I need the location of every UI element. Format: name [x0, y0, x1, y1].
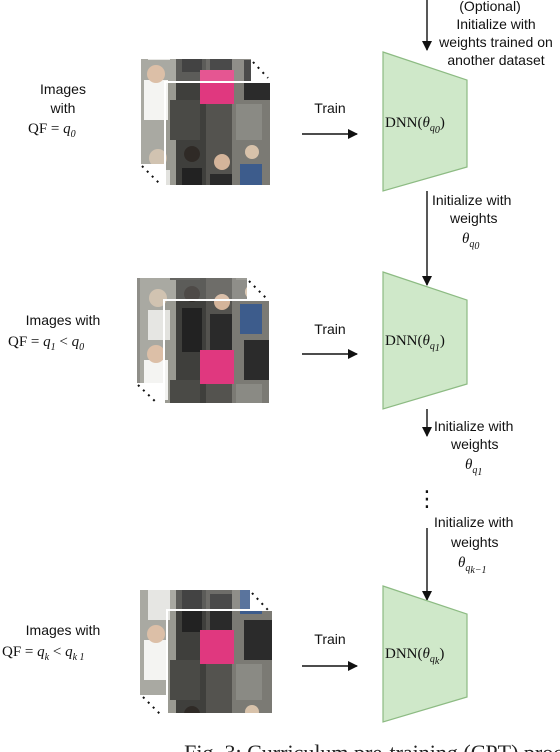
stage-2-stack-dots-top	[248, 280, 267, 299]
stage-3-stack-dots-top	[251, 592, 269, 611]
stage-1-dnn-label: DNN(θq0)	[385, 115, 445, 136]
stage-1-stack-dots-top	[252, 61, 269, 79]
top-note-line-2: Initialize with	[456, 16, 535, 32]
stage-1-qf-formula: QF = q0	[28, 121, 76, 140]
stage-2-stack-dots-bottom	[137, 384, 159, 405]
init-3-theta: θqk−1	[458, 555, 487, 576]
stage-2-label-line-1: Images with	[26, 312, 101, 328]
stage-2-train-label: Train	[314, 321, 345, 337]
stage-2-image-front	[163, 299, 271, 405]
stage-3-stack-dots-bottom	[142, 696, 163, 717]
init-1-line-1: Initialize with	[432, 192, 511, 208]
stage-1-dnn-block	[382, 51, 468, 192]
stage-3-qf-formula: QF = qk < qk 1	[2, 644, 85, 663]
init-label-3: Initialize with weights θqk−1	[434, 514, 513, 576]
init-2-line-2: weights	[450, 436, 498, 452]
init-1-line-2: weights	[449, 210, 497, 226]
stage-2-image-stack	[137, 278, 271, 405]
stage-2-dnn-label: DNN(θq1)	[385, 333, 445, 354]
stage-2: Images with QF = q1 < q0 Train DNN(θq1)	[8, 271, 468, 410]
top-note-line-3: weights trained on	[438, 34, 553, 50]
init-label-1: Initialize with weights θq0	[432, 192, 511, 252]
vertical-ellipsis: ⋮	[416, 487, 438, 512]
top-note-line-4: another dataset	[447, 52, 544, 68]
top-optional-init-label: (Optional) Initialize with weights train…	[438, 0, 553, 68]
stage-3-image-stack	[140, 590, 274, 717]
stage-2-qf-formula: QF = q1 < q0	[8, 334, 84, 353]
stage-3-image-front	[166, 609, 274, 715]
stage-1-label-line-2: with	[50, 100, 76, 116]
init-label-2: Initialize with weights θq1	[434, 418, 513, 478]
stage-3-dnn-label: DNN(θqk)	[385, 646, 444, 667]
stage-3-label-line-1: Images with	[26, 622, 101, 638]
init-3-line-1: Initialize with	[434, 514, 513, 530]
stage-1-train-label: Train	[314, 100, 345, 116]
stage-1-image-front	[164, 81, 272, 187]
top-note-line-1: (Optional)	[459, 0, 520, 14]
stage-1-label-line-1: Images	[40, 81, 86, 97]
stage-2-dnn-block	[382, 271, 468, 410]
init-2-line-1: Initialize with	[434, 418, 513, 434]
stage-1-stack-dots-bottom	[141, 165, 161, 185]
stage-1-image-stack	[141, 59, 272, 187]
stage-3: Images with QF = qk < qk 1 Train DNN(θqk…	[2, 585, 468, 723]
stage-1: Images with QF = q0 Train DNN(θq0)	[28, 51, 468, 192]
init-1-theta: θq0	[462, 231, 479, 252]
init-2-theta: θq1	[465, 457, 482, 478]
stage-3-train-label: Train	[314, 631, 345, 647]
figure-caption: Fig. 3: Curriculum pre-training (CPT) pr…	[184, 740, 560, 752]
stage-3-dnn-block	[382, 585, 468, 723]
init-3-line-2: weights	[450, 534, 498, 550]
